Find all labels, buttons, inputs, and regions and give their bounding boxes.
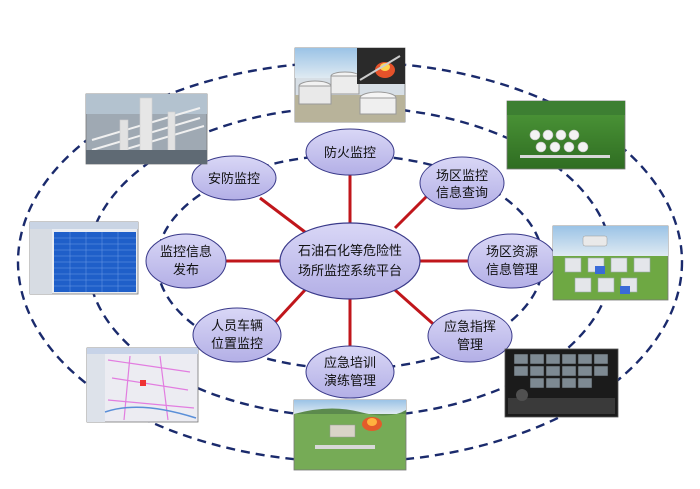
module-emergency-command: 应急指挥 管理 [427, 309, 513, 363]
module-security: 安防监控 [191, 155, 277, 201]
module-monitor-publish: 监控信息 发布 [145, 233, 227, 289]
emergency-command-label-2: 管理 [457, 338, 483, 353]
central-platform: 石油石化等危险性 场所监控系统平台 [279, 222, 421, 300]
3d-fire-scene-icon [362, 417, 382, 431]
fire-icon [359, 55, 401, 81]
bubble-fire [305, 128, 395, 176]
bubble-site-info [419, 156, 505, 210]
3d-tank-farm-icon [564, 257, 651, 293]
storage-tank-icon [298, 71, 397, 115]
thumb-gis-map [86, 347, 199, 423]
personnel-vehicle-label-2: 位置监控 [211, 337, 263, 352]
table-icon [54, 232, 136, 292]
spoke-security [259, 196, 306, 234]
emergency-command-label-1: 应急指挥 [444, 319, 496, 335]
module-site-resource: 场区资源 信息管理 [467, 233, 557, 289]
monitor-publish-label-2: 发布 [173, 262, 199, 278]
center-bubble [279, 222, 421, 300]
thumb-training-3d [293, 399, 407, 471]
site-info-label-2: 信息查询 [436, 185, 488, 201]
module-site-info: 场区监控 信息查询 [419, 156, 505, 210]
video-wall-icon [513, 353, 609, 389]
security-label: 安防监控 [208, 171, 260, 187]
bubble-emergency-training [305, 345, 395, 399]
site-resource-label-2: 信息管理 [486, 262, 538, 278]
thumb-site-overview [506, 100, 626, 170]
monitor-publish-label-1: 监控信息 [160, 244, 212, 260]
center-line-2: 场所监控系统平台 [298, 264, 402, 279]
thumb-fire-tanks [294, 47, 406, 123]
fire-label: 防火监控 [324, 145, 376, 161]
site-info-label-1: 场区监控 [436, 169, 488, 184]
module-fire: 防火监控 [305, 128, 395, 176]
bubble-site-resource [467, 233, 557, 289]
thumb-data-table [29, 221, 139, 295]
emergency-training-label-1: 应急培训 [324, 355, 376, 371]
thumb-refinery [85, 93, 208, 165]
module-personnel-vehicle: 人员车辆 位置监控 [192, 307, 282, 363]
emergency-training-label-2: 演练管理 [324, 373, 376, 389]
personnel-vehicle-label-1: 人员车辆 [211, 318, 263, 334]
bubble-personnel-vehicle [192, 307, 282, 363]
spoke-emergency-command [394, 288, 441, 332]
site-resource-label-1: 场区资源 [486, 245, 538, 260]
bubble-emergency-command [427, 309, 513, 363]
3d-site-icon [529, 129, 589, 153]
module-emergency-training: 应急培训 演练管理 [305, 345, 395, 399]
center-line-1: 石油石化等危险性 [298, 243, 402, 259]
thumb-control-room [504, 348, 619, 418]
bubble-security [191, 155, 277, 201]
map-icon [107, 355, 195, 421]
thumb-resource-3d [552, 225, 669, 301]
bubble-monitor-publish [145, 233, 227, 289]
